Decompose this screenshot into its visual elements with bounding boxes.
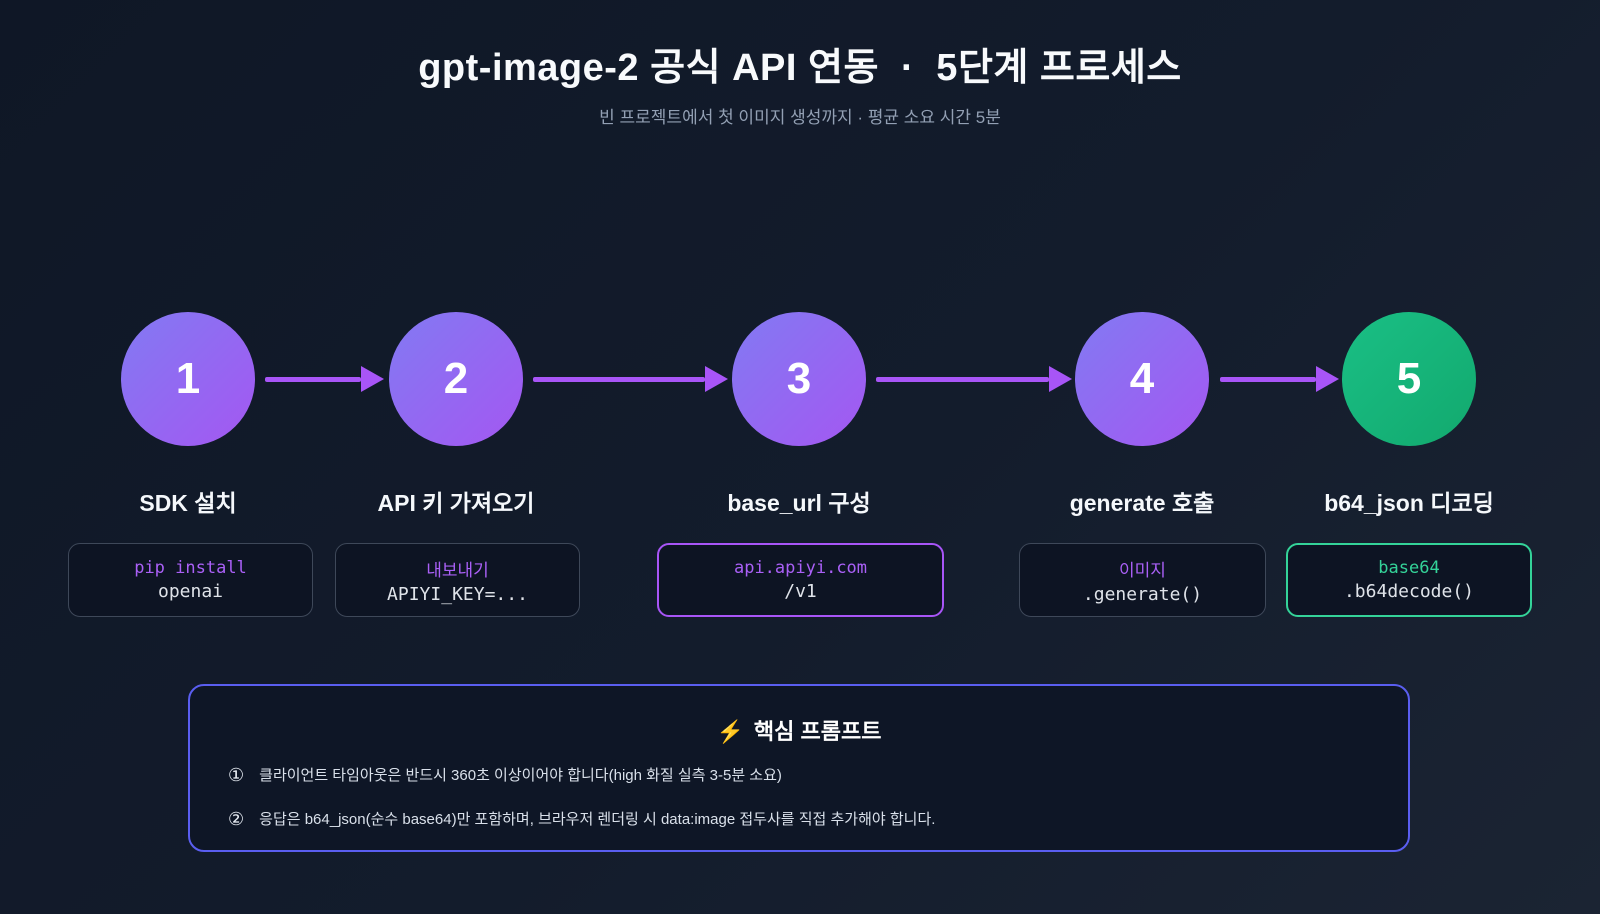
key-note-text: 클라이언트 타임아웃은 반드시 360초 이상이어야 합니다(high 화질 실… bbox=[259, 767, 782, 784]
page-title: gpt-image-2 공식 API 연동 · 5단계 프로세스 bbox=[418, 47, 1182, 89]
step-title-1: SDK 설치 bbox=[139, 490, 237, 516]
item-marker-circled-1: ① bbox=[228, 764, 245, 785]
step-title-3: base_url 구성 bbox=[727, 490, 871, 516]
step-title-5: b64_json 디코딩 bbox=[1324, 490, 1494, 516]
step-circle-4: 4 bbox=[1075, 312, 1209, 446]
code-accent-text: api.apiyi.com bbox=[733, 558, 868, 578]
flow-arrow-head-icon-1 bbox=[361, 366, 384, 392]
flow-arrow-head-icon-3 bbox=[1049, 366, 1072, 392]
item-marker-circled-2: ② bbox=[228, 808, 245, 829]
code-main-text: .b64decode() bbox=[1343, 581, 1475, 602]
code-box-base-url: api.apiyi.com /v1 bbox=[657, 543, 944, 617]
code-box-b64-decode: base64 .b64decode() bbox=[1286, 543, 1532, 617]
code-box-generate: 이미지 .generate() bbox=[1019, 543, 1266, 617]
key-note-text: 응답은 b64_json(순수 base64)만 포함하며, 브라우저 렌더링 … bbox=[259, 811, 936, 828]
step-title-4: generate 호출 bbox=[1069, 490, 1215, 516]
flow-arrow-head-icon-2 bbox=[705, 366, 728, 392]
flow-arrow-line-4 bbox=[1220, 377, 1316, 382]
page-subtitle: 빈 프로젝트에서 첫 이미지 생성까지 · 평균 소요 시간 5분 bbox=[599, 108, 1001, 127]
key-notes-panel: ⚡ 핵심 프롬프트 ① 클라이언트 타임아웃은 반드시 360초 이상이어야 합니… bbox=[188, 684, 1410, 852]
step-title-2: API 키 가져오기 bbox=[377, 490, 535, 516]
key-notes-list: ① 클라이언트 타임아웃은 반드시 360초 이상이어야 합니다(high 화질… bbox=[228, 764, 1368, 829]
key-note-item-2: ② 응답은 b64_json(순수 base64)만 포함하며, 브라우저 렌더… bbox=[228, 808, 1368, 829]
key-notes-title: ⚡ 핵심 프롬프트 bbox=[190, 714, 1408, 746]
step-number: 2 bbox=[443, 354, 469, 403]
step-circle-5: 5 bbox=[1342, 312, 1476, 446]
code-accent-text: base64 bbox=[1378, 558, 1440, 578]
key-notes-title-text: 핵심 프롬프트 bbox=[753, 719, 882, 744]
step-number: 5 bbox=[1396, 354, 1422, 403]
lightning-bolt-icon: ⚡ bbox=[716, 719, 744, 744]
code-accent-text: pip install bbox=[134, 558, 247, 578]
code-accent-text: 내보내기 bbox=[426, 560, 489, 581]
step-number: 3 bbox=[786, 354, 812, 403]
step-number: 4 bbox=[1129, 354, 1155, 403]
flow-arrow-line-2 bbox=[533, 377, 705, 382]
code-main-text: APIYI_KEY=... bbox=[387, 583, 528, 605]
step-number: 1 bbox=[175, 354, 201, 403]
code-main-text: .generate() bbox=[1082, 583, 1203, 605]
key-note-item-1: ① 클라이언트 타임아웃은 반드시 360초 이상이어야 합니다(high 화질… bbox=[228, 764, 1368, 785]
step-circle-2: 2 bbox=[389, 312, 523, 446]
flow-arrow-head-icon-4 bbox=[1316, 366, 1339, 392]
flow-arrow-line-1 bbox=[265, 377, 361, 382]
code-accent-text: 이미지 bbox=[1119, 560, 1166, 581]
code-main-text: openai bbox=[157, 581, 224, 602]
code-box-sdk-install: pip install openai bbox=[68, 543, 313, 617]
flow-arrow-line-3 bbox=[876, 377, 1049, 382]
code-box-api-key: 내보내기 APIYI_KEY=... bbox=[335, 543, 580, 617]
step-circle-1: 1 bbox=[121, 312, 255, 446]
code-main-text: /v1 bbox=[784, 581, 817, 602]
step-circle-3: 3 bbox=[732, 312, 866, 446]
